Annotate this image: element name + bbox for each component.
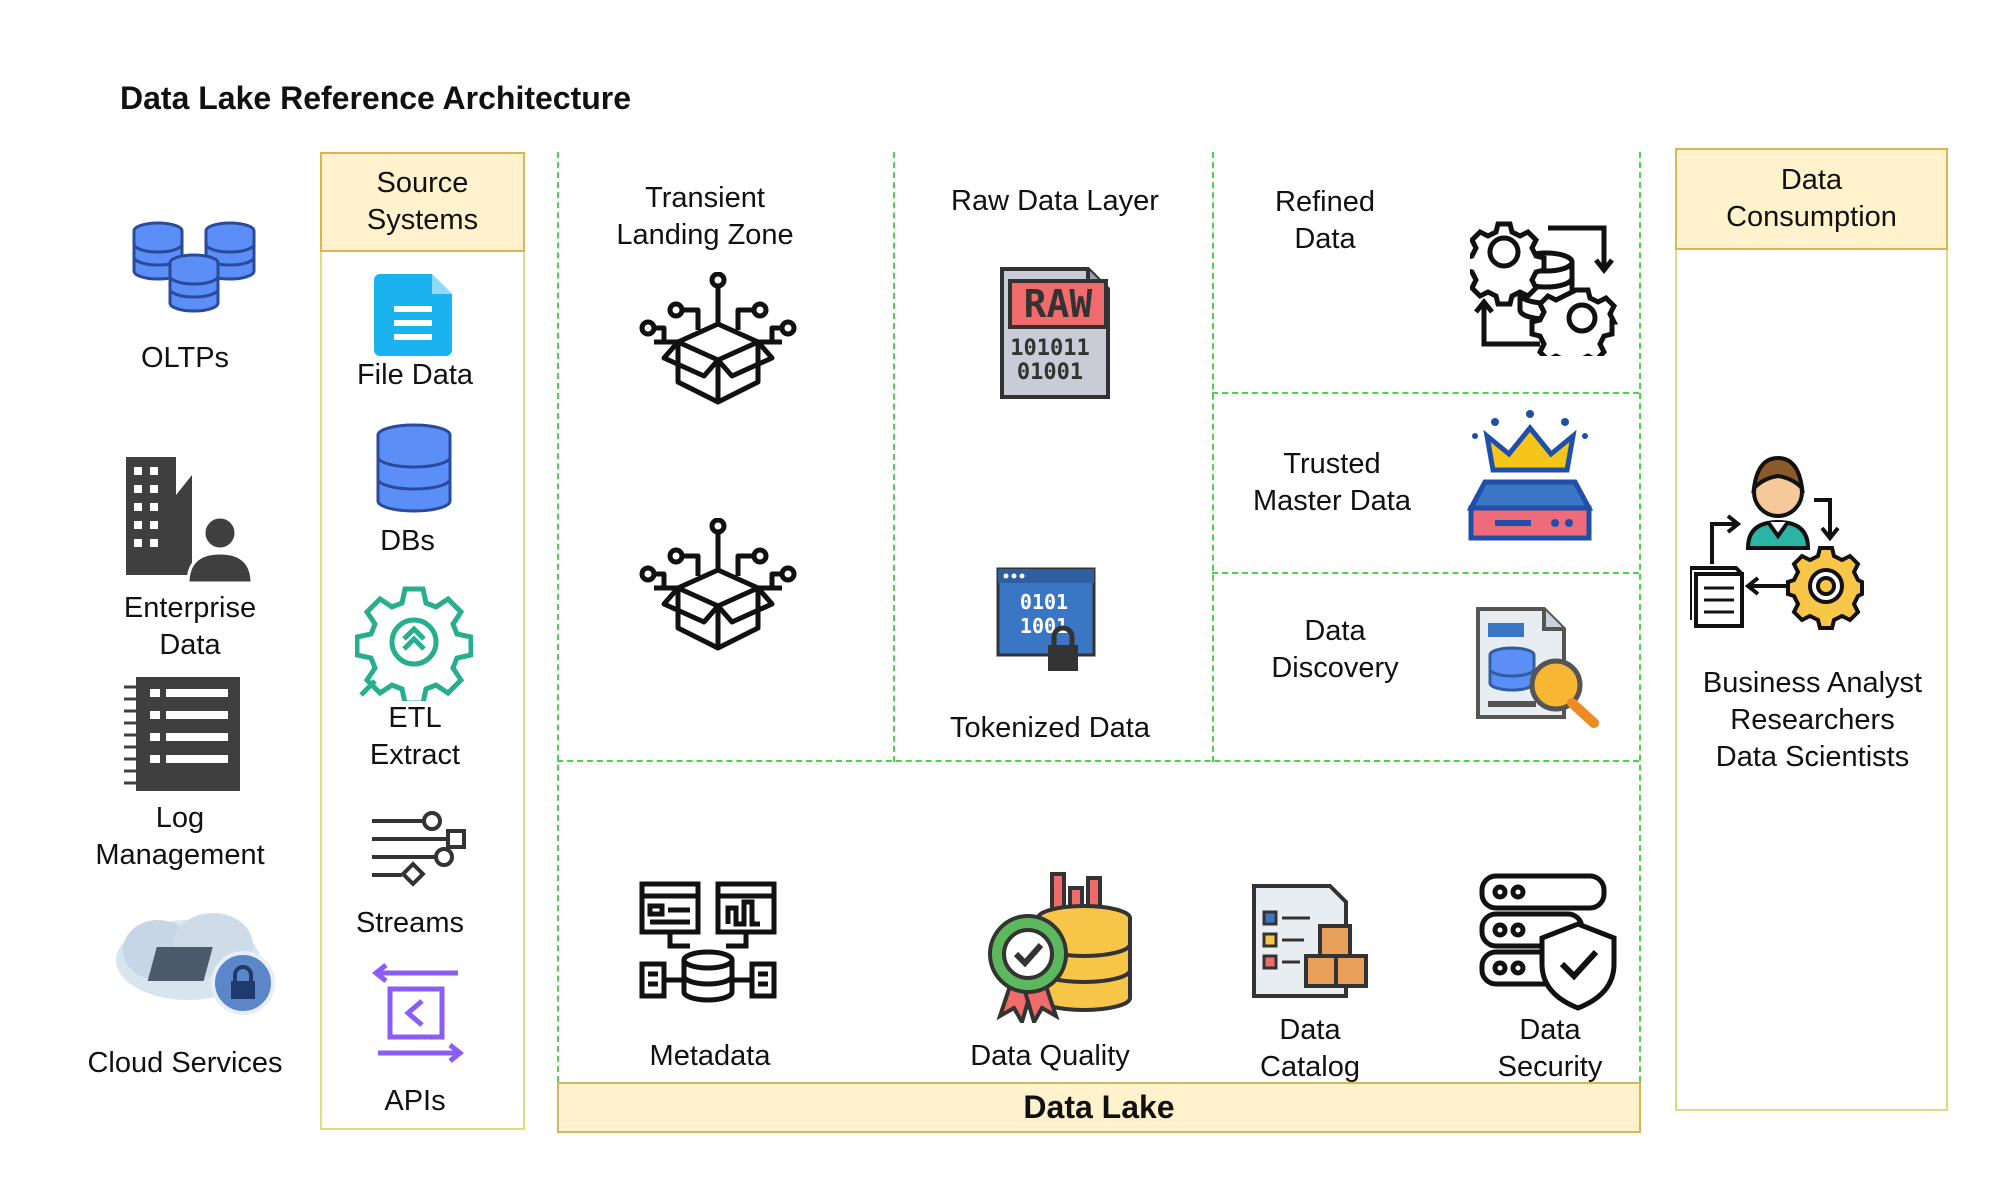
streams-label: Streams (356, 907, 464, 939)
lake-divider-h1 (1212, 392, 1639, 394)
data-lake-bar: Data Lake (557, 1082, 1641, 1133)
lake-divider-1 (893, 152, 895, 762)
data-catalog-label: Data Catalog (1260, 1014, 1360, 1083)
cloud-services-label: Cloud Services (87, 1047, 283, 1079)
refined-data-label: Refined Data (1275, 186, 1375, 255)
page-title: Data Lake Reference Architecture (120, 80, 632, 116)
enterprise-data-label: Enterprise Data (123, 592, 257, 661)
apis-label: APIs (384, 1085, 446, 1117)
streams-icon (372, 811, 466, 887)
raw-bits-line-2: 01001 (1017, 360, 1083, 385)
transient-zone-label: Transient Landing Zone (616, 182, 794, 251)
tokenized-data-icon: 0101 1001 (996, 567, 1096, 671)
trusted-master-data-label: Trusted Master Data (1253, 448, 1411, 517)
box-network-icon (639, 272, 797, 405)
lake-divider-h3 (557, 760, 1639, 762)
log-management-label: Log Management (95, 802, 265, 871)
log-document-icon (124, 677, 240, 791)
enterprise-building-user-icon (126, 457, 254, 585)
source-systems-header: Source Systems (320, 152, 525, 252)
dbs-label: DBs (380, 525, 435, 557)
metadata-icon (639, 881, 777, 1003)
file-icon (374, 274, 452, 356)
data-quality-label: Data Quality (970, 1040, 1130, 1072)
data-catalog-icon (1252, 884, 1368, 998)
raw-data-layer-label: Raw Data Layer (951, 185, 1159, 217)
database-cluster-icon (132, 221, 256, 313)
gears-database-icon (1470, 221, 1618, 356)
box-network-icon (639, 518, 797, 651)
data-consumption-header: Data Consumption (1675, 148, 1948, 250)
etl-extract-label: ETL Extract (369, 702, 461, 771)
document-search-icon (1476, 607, 1599, 728)
api-icon (371, 963, 465, 1063)
etl-gear-icon (355, 586, 473, 701)
file-data-label: File Data (356, 359, 474, 391)
token-bits-line-1: 0101 (1020, 590, 1068, 614)
consumers-label: Business Analyst Researchers Data Scient… (1702, 667, 1923, 773)
data-security-label: Data Security (1497, 1014, 1603, 1083)
database-icon (376, 423, 452, 513)
data-security-icon (1479, 873, 1617, 1011)
lake-divider-2 (1212, 152, 1214, 762)
lake-border-right (1639, 152, 1641, 1082)
crown-server-icon (1466, 410, 1594, 541)
raw-badge-text: RAW (1024, 282, 1093, 326)
metadata-label: Metadata (649, 1040, 771, 1072)
raw-bits-line-1: 101011 (1010, 336, 1089, 361)
tokenized-data-label: Tokenized Data (950, 712, 1150, 744)
data-quality-icon (988, 872, 1132, 1023)
lake-divider-h2 (1212, 572, 1639, 574)
data-discovery-label: Data Discovery (1271, 615, 1399, 684)
raw-file-icon: RAW 101011 01001 (1000, 267, 1110, 399)
lake-border-left (557, 152, 559, 1082)
data-consumption-panel (1675, 148, 1948, 1111)
oltps-label: OLTPs (140, 342, 230, 374)
consumer-process-icon (1690, 455, 1864, 630)
cloud-lock-icon (116, 913, 275, 1015)
